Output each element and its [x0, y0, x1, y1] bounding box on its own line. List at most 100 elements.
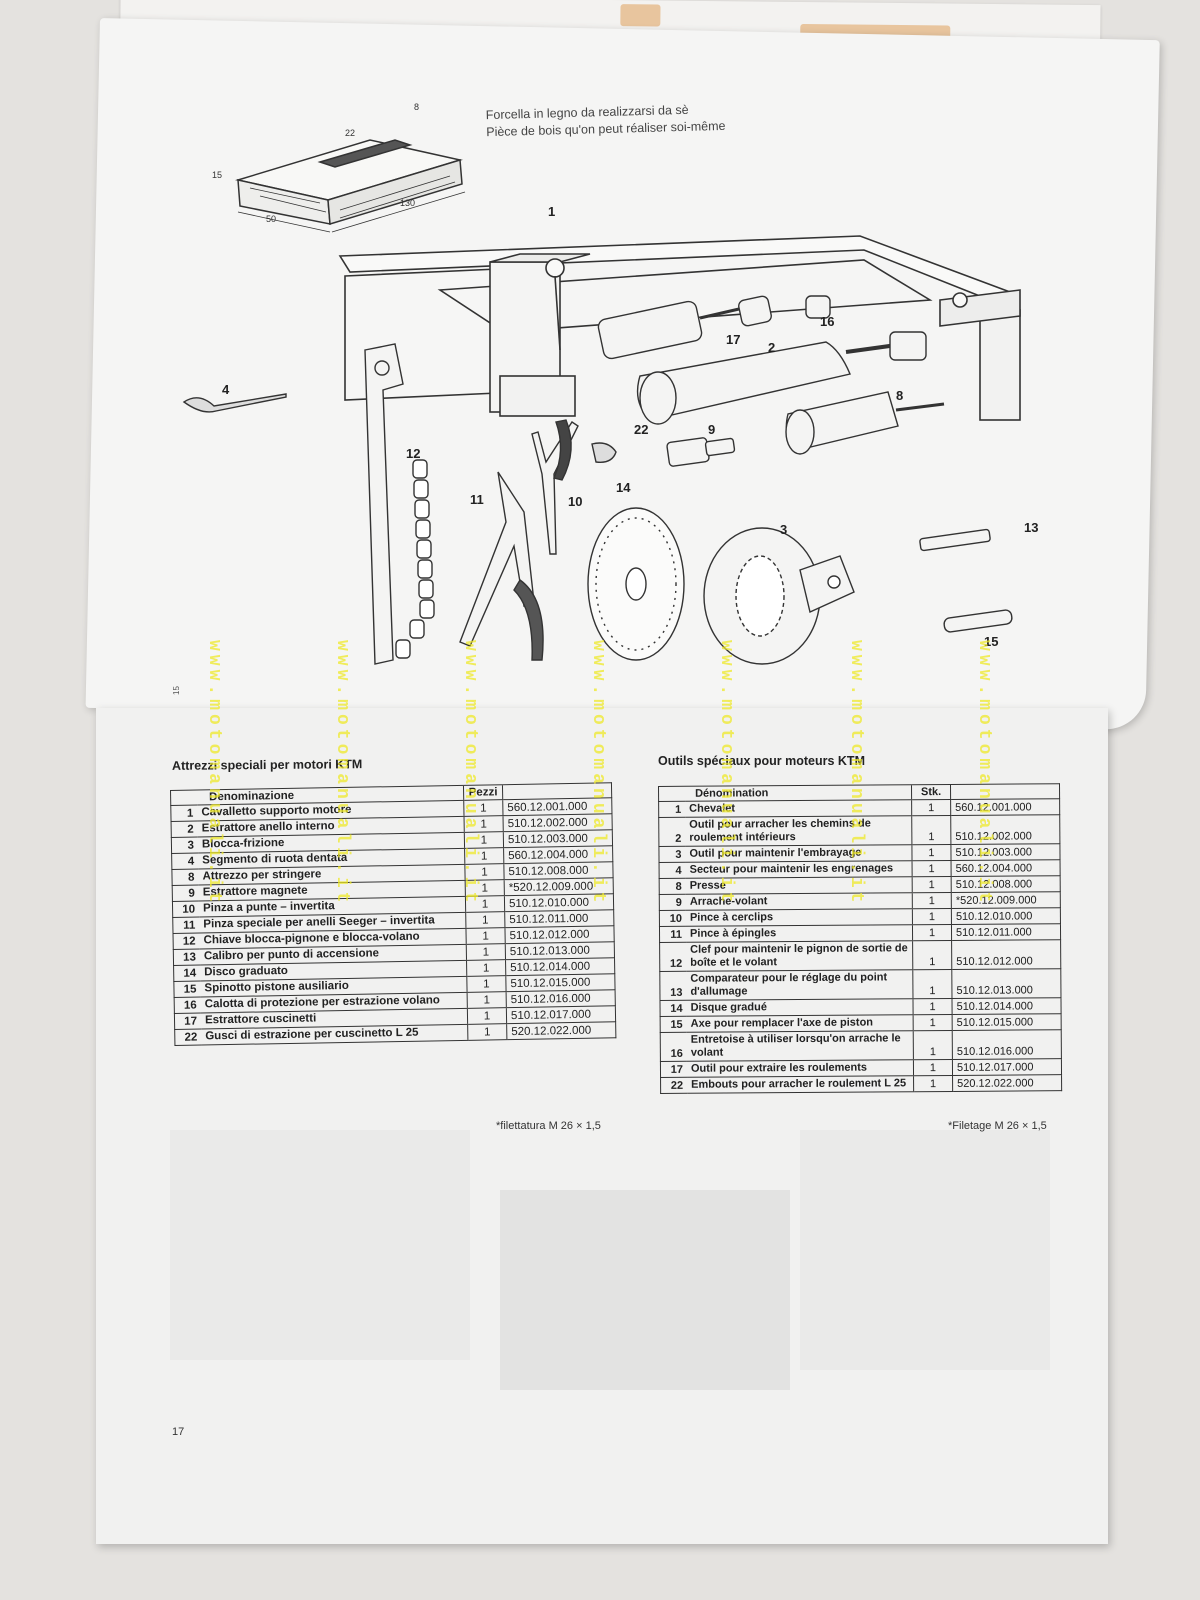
tool-13-gauge-drawing [919, 528, 991, 552]
faint-text-area-left [170, 1130, 470, 1360]
callout-3: 3 [780, 522, 787, 537]
tool-2-puller-drawing [636, 331, 927, 425]
row-number: 13 [659, 971, 687, 1001]
dim-22: 22 [345, 128, 355, 138]
watermark-5: www.motomanuali.it [716, 640, 736, 907]
row-part-code: 510.12.015.000 [952, 1013, 1062, 1031]
callout-8: 8 [896, 388, 903, 403]
watermark-2: www.motomanuali.it [332, 640, 352, 907]
tool-11-pliers-drawing [459, 471, 544, 661]
tool-4-drawing [182, 393, 287, 413]
row-number: 10 [172, 901, 200, 918]
watermark-1: www.motomanuali.it [204, 640, 224, 907]
row-quantity: 1 [912, 860, 952, 877]
callout-22: 22 [634, 422, 648, 437]
row-quantity: 1 [467, 991, 507, 1009]
row-number: 1 [170, 805, 198, 822]
row-number: 13 [173, 949, 201, 966]
row-number: 4 [171, 853, 199, 870]
row-number: 4 [659, 862, 686, 879]
wood-fork-drawing [235, 139, 466, 233]
row-quantity: 1 [912, 892, 952, 909]
italian-footnote: *filettatura M 26 × 1,5 [496, 1120, 601, 1132]
row-quantity: 1 [911, 815, 951, 845]
row-name: Pince à épingles [685, 924, 913, 943]
dim-8: 8 [414, 102, 419, 112]
row-number: 16 [174, 996, 201, 1014]
callout-10: 10 [568, 494, 582, 509]
french-table-title: Outils spéciaux pour moteurs KTM [658, 754, 865, 768]
callout-2: 2 [768, 340, 775, 355]
row-part-code: 520.12.022.000 [952, 1074, 1062, 1092]
row-name: Entretoise à utiliser lorsqu'on arrache … [686, 1030, 914, 1062]
row-part-code: 510.12.014.000 [505, 957, 615, 976]
row-name: Clef pour maintenir le pignon de sortie … [686, 940, 913, 972]
row-quantity: 1 [467, 1023, 507, 1041]
row-quantity: 1 [466, 943, 506, 961]
tool-12-drawing [364, 343, 435, 665]
row-part-code: 510.12.016.000 [506, 989, 616, 1008]
row-quantity: 1 [912, 969, 952, 999]
row-part-code: 510.12.011.000 [504, 909, 614, 928]
row-number: 17 [660, 1061, 688, 1078]
callout-4: 4 [222, 382, 230, 397]
row-part-code: 510.12.013.000 [505, 941, 615, 960]
row-quantity: 1 [912, 908, 952, 925]
row-quantity: 1 [911, 799, 951, 816]
row-quantity: 1 [913, 1059, 953, 1076]
header-code-fr [950, 783, 1060, 800]
dim-50: 50 [266, 214, 276, 224]
row-part-code: 510.12.017.000 [952, 1058, 1062, 1076]
row-number: 22 [174, 1028, 202, 1046]
row-number: 10 [659, 910, 686, 927]
callout-16: 16 [820, 314, 834, 329]
callout-17: 17 [726, 332, 740, 347]
row-part-code: 560.12.001.000 [950, 798, 1060, 816]
row-name: Axe pour remplacer l'axe de piston [686, 1014, 914, 1033]
row-quantity: 1 [913, 1030, 953, 1060]
row-number: 12 [173, 933, 200, 950]
row-number: 2 [658, 817, 686, 847]
row-part-code: 510.12.002.000 [950, 814, 1060, 845]
row-part-code: 510.12.011.000 [951, 923, 1061, 941]
row-quantity: 1 [911, 844, 952, 861]
row-number: 22 [660, 1077, 688, 1094]
row-part-code: 510.12.016.000 [952, 1029, 1062, 1060]
row-number: 11 [659, 926, 687, 943]
row-number: 12 [659, 942, 687, 972]
row-part-code: 510.12.013.000 [951, 968, 1061, 999]
row-quantity: 1 [913, 1075, 953, 1092]
row-part-code: 560.12.004.000 [951, 859, 1061, 877]
callout-15: 15 [984, 634, 998, 649]
dim-15: 15 [212, 170, 222, 180]
row-part-code: 510.12.003.000 [950, 843, 1061, 861]
row-name: Outil pour extraire les roulements [686, 1059, 914, 1078]
row-quantity: 1 [912, 924, 952, 941]
callout-14: 14 [616, 480, 631, 495]
row-number: 15 [173, 980, 201, 998]
watermark-4: www.motomanuali.it [588, 640, 608, 907]
row-part-code: 510.12.010.000 [951, 907, 1061, 925]
row-number: 3 [658, 846, 686, 863]
watermark-3: www.motomanuali.it [460, 640, 480, 907]
tool-9-extractor-drawing [666, 437, 736, 467]
callout-12: 12 [406, 446, 420, 461]
row-quantity: 1 [467, 1007, 507, 1025]
row-number: 3 [171, 837, 199, 854]
header-stk: Stk. [911, 784, 951, 800]
row-part-code: *520.12.009.000 [951, 891, 1061, 909]
row-part-code: 510.12.008.000 [951, 875, 1061, 893]
row-number: 17 [174, 1012, 202, 1030]
row-number: 16 [660, 1032, 687, 1062]
row-number: 14 [659, 1000, 687, 1017]
row-name: Embouts pour arracher le roulement L 25 [687, 1075, 914, 1094]
row-part-code: 510.12.015.000 [505, 973, 616, 992]
row-part-code: 510.12.014.000 [951, 997, 1062, 1015]
row-number: 14 [173, 965, 201, 982]
row-number: 15 [660, 1016, 687, 1033]
row-number: 11 [172, 917, 200, 934]
header-denomination: Dénomination [658, 784, 912, 802]
